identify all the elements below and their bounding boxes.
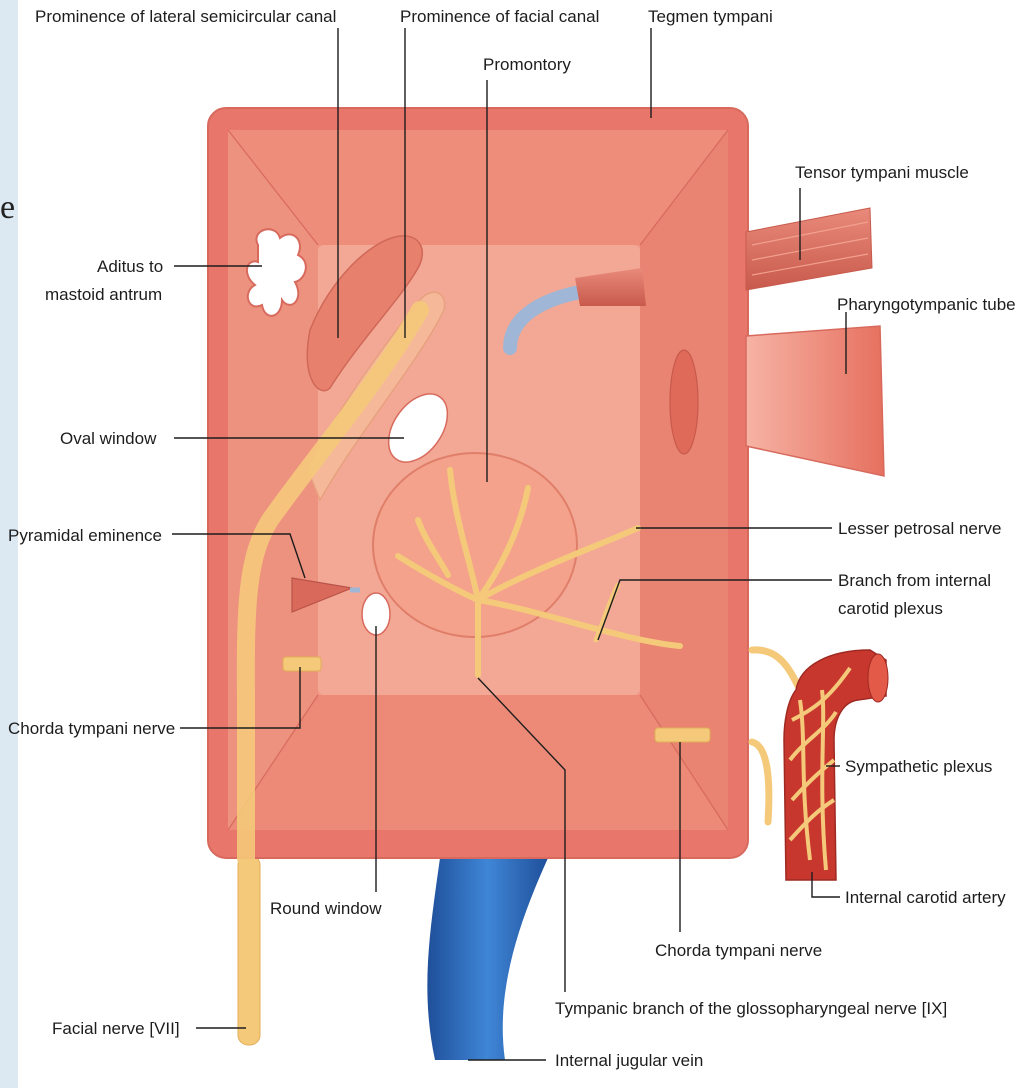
label-aditus-1: Aditus to <box>97 257 163 276</box>
label-aditus-2: mastoid antrum <box>45 285 162 304</box>
label-chorda-bottom: Chorda tympani nerve <box>655 941 822 960</box>
tube-opening <box>670 350 698 454</box>
label-tensor: Tensor tympani muscle <box>795 163 969 182</box>
label-tympanic-branch: Tympanic branch of the glossopharyngeal … <box>555 999 947 1018</box>
label-branch-1: Branch from internal <box>838 571 991 590</box>
label-round-window: Round window <box>270 899 382 918</box>
facial-nerve-trunk <box>238 855 260 1045</box>
chorda-tympani-left <box>283 657 321 671</box>
label-facial-nerve: Facial nerve [VII] <box>52 1019 180 1038</box>
label-lesser-petrosal: Lesser petrosal nerve <box>838 519 1001 538</box>
carotid-connector <box>752 650 800 690</box>
label-tegmen: Tegmen tympani <box>648 7 773 26</box>
label-chorda-left: Chorda tympani nerve <box>8 719 175 738</box>
label-promontory: Promontory <box>483 55 571 74</box>
artery-lumen <box>868 654 888 702</box>
label-jugular: Internal jugular vein <box>555 1051 703 1070</box>
internal-jugular-vein <box>427 858 548 1060</box>
pharyngotympanic-tube <box>746 326 884 476</box>
label-oval-window: Oval window <box>60 429 157 448</box>
label-sympathetic: Sympathetic plexus <box>845 757 992 776</box>
label-pyramidal: Pyramidal eminence <box>8 526 162 545</box>
label-branch-2: carotid plexus <box>838 599 943 618</box>
label-prominence-lateral: Prominence of lateral semicircular canal <box>35 7 336 26</box>
chorda-tympani-right <box>655 728 710 742</box>
label-prominence-facial: Prominence of facial canal <box>400 7 599 26</box>
label-internal-carotid: Internal carotid artery <box>845 888 1006 907</box>
label-pharyngotympanic: Pharyngotympanic tube <box>837 295 1016 314</box>
carotid-connector-2 <box>752 742 769 822</box>
